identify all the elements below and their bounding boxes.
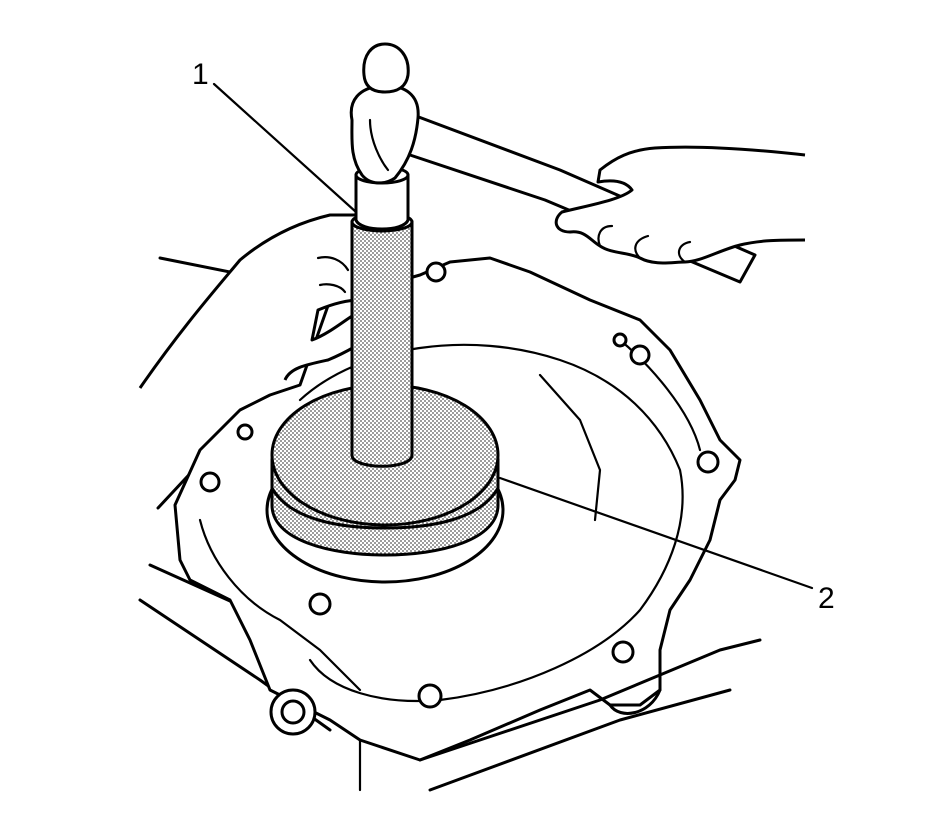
callout-2-label: 2 bbox=[818, 582, 835, 615]
driver-handle bbox=[350, 165, 414, 468]
left-hand bbox=[138, 213, 399, 389]
right-hand bbox=[554, 145, 806, 265]
callout-1: 1 bbox=[192, 58, 358, 214]
bolt-hole bbox=[199, 261, 720, 709]
callout-1-label: 1 bbox=[192, 58, 209, 91]
callout-2: 2 bbox=[498, 476, 835, 615]
